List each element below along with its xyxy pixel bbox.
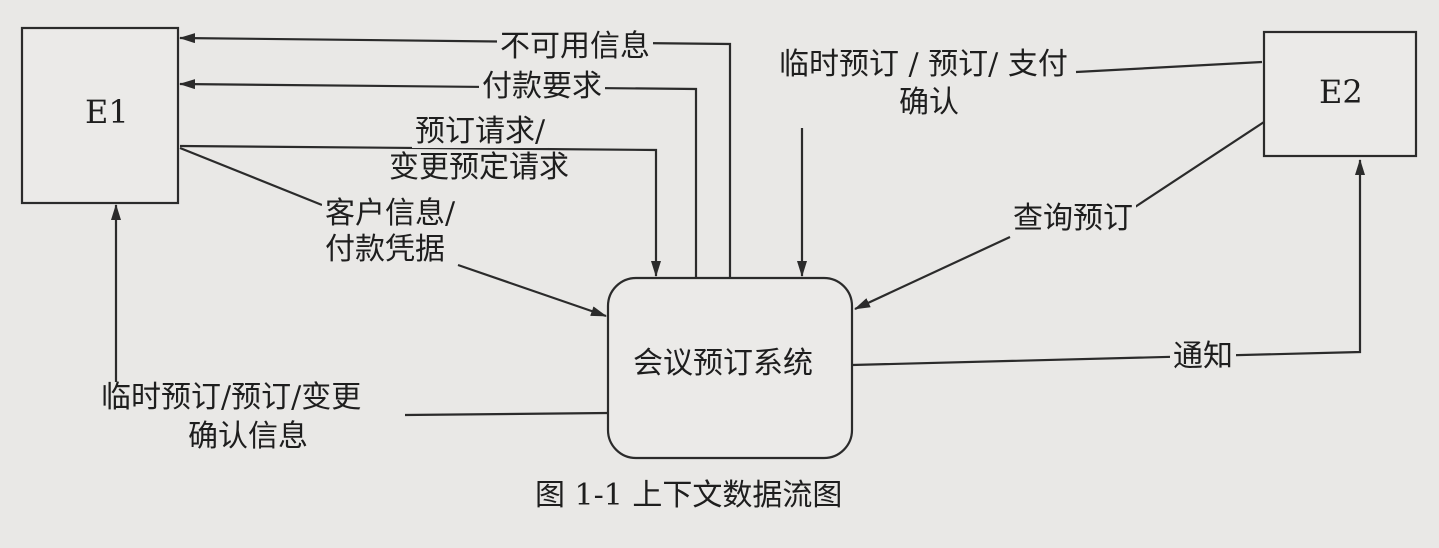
flow-booking-request-arrow	[179, 144, 661, 277]
flow-query-booking-arrow	[855, 121, 1265, 309]
label-booking-request-line1: 预订请求/	[412, 116, 549, 148]
label-booking-request-line2: 变更预定请求	[386, 152, 572, 184]
label-e2-confirm-line1: 临时预订 / 预订/ 支付	[776, 49, 1071, 81]
figure-caption: 图 1-1 上下文数据流图	[535, 478, 843, 513]
label-e1-confirm-line1: 临时预订/预订/变更	[98, 382, 365, 414]
label-payment-request: 付款要求	[479, 71, 605, 103]
label-customer-info-line1: 客户信息/	[322, 198, 459, 230]
entity-e2-label: E2	[1319, 73, 1363, 111]
flow-unavailable-info-arrow	[179, 33, 732, 278]
label-e2-confirm-line2: 确认	[896, 87, 962, 119]
flow-e1-confirm-arrow	[116, 205, 609, 417]
process-label: 会议预订系统	[633, 346, 813, 381]
flow-notify-arrow	[851, 159, 1365, 367]
entity-e1-box	[20, 26, 180, 205]
label-customer-info-line2: 付款凭据	[322, 234, 448, 266]
label-e1-confirm-line2: 确认信息	[185, 421, 311, 453]
flow-e2-confirm-line	[1075, 60, 1263, 74]
entity-e2-box	[1262, 30, 1418, 158]
label-unavailable-info: 不可用信息	[497, 31, 653, 63]
flow-payment-request-arrow	[179, 79, 698, 278]
label-query-booking: 查询预订	[1010, 203, 1136, 235]
label-notify: 通知	[1170, 341, 1236, 373]
entity-e1-label: E1	[85, 93, 129, 131]
flow-customer-info-arrow	[179, 146, 606, 316]
